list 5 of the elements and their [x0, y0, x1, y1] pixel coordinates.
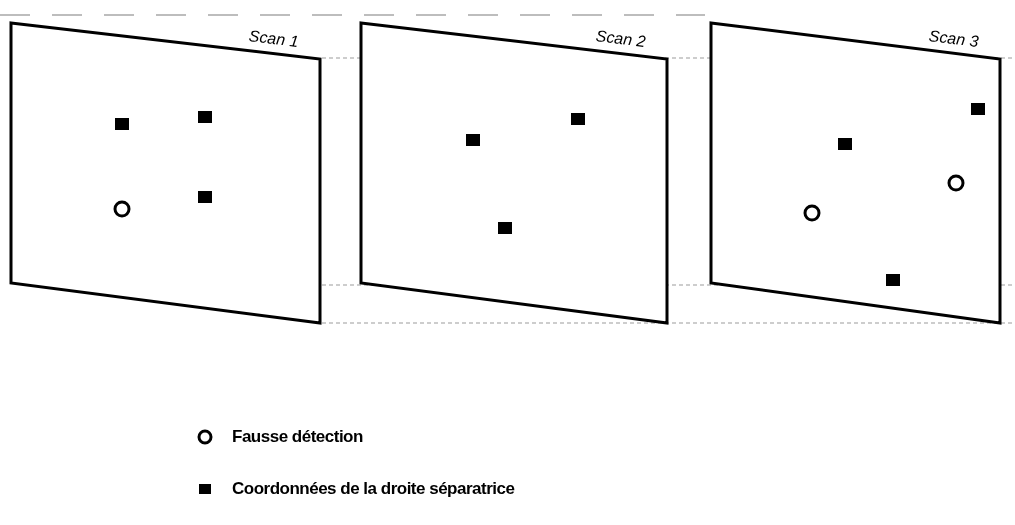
legend-text: Coordonnées de la droite séparatrice: [232, 479, 515, 499]
scan-label: Scan 3: [927, 27, 980, 51]
scan-label: Scan 1: [247, 27, 300, 51]
scan-label: Scan 2: [594, 27, 647, 51]
legend-text: Fausse détection: [232, 427, 363, 447]
